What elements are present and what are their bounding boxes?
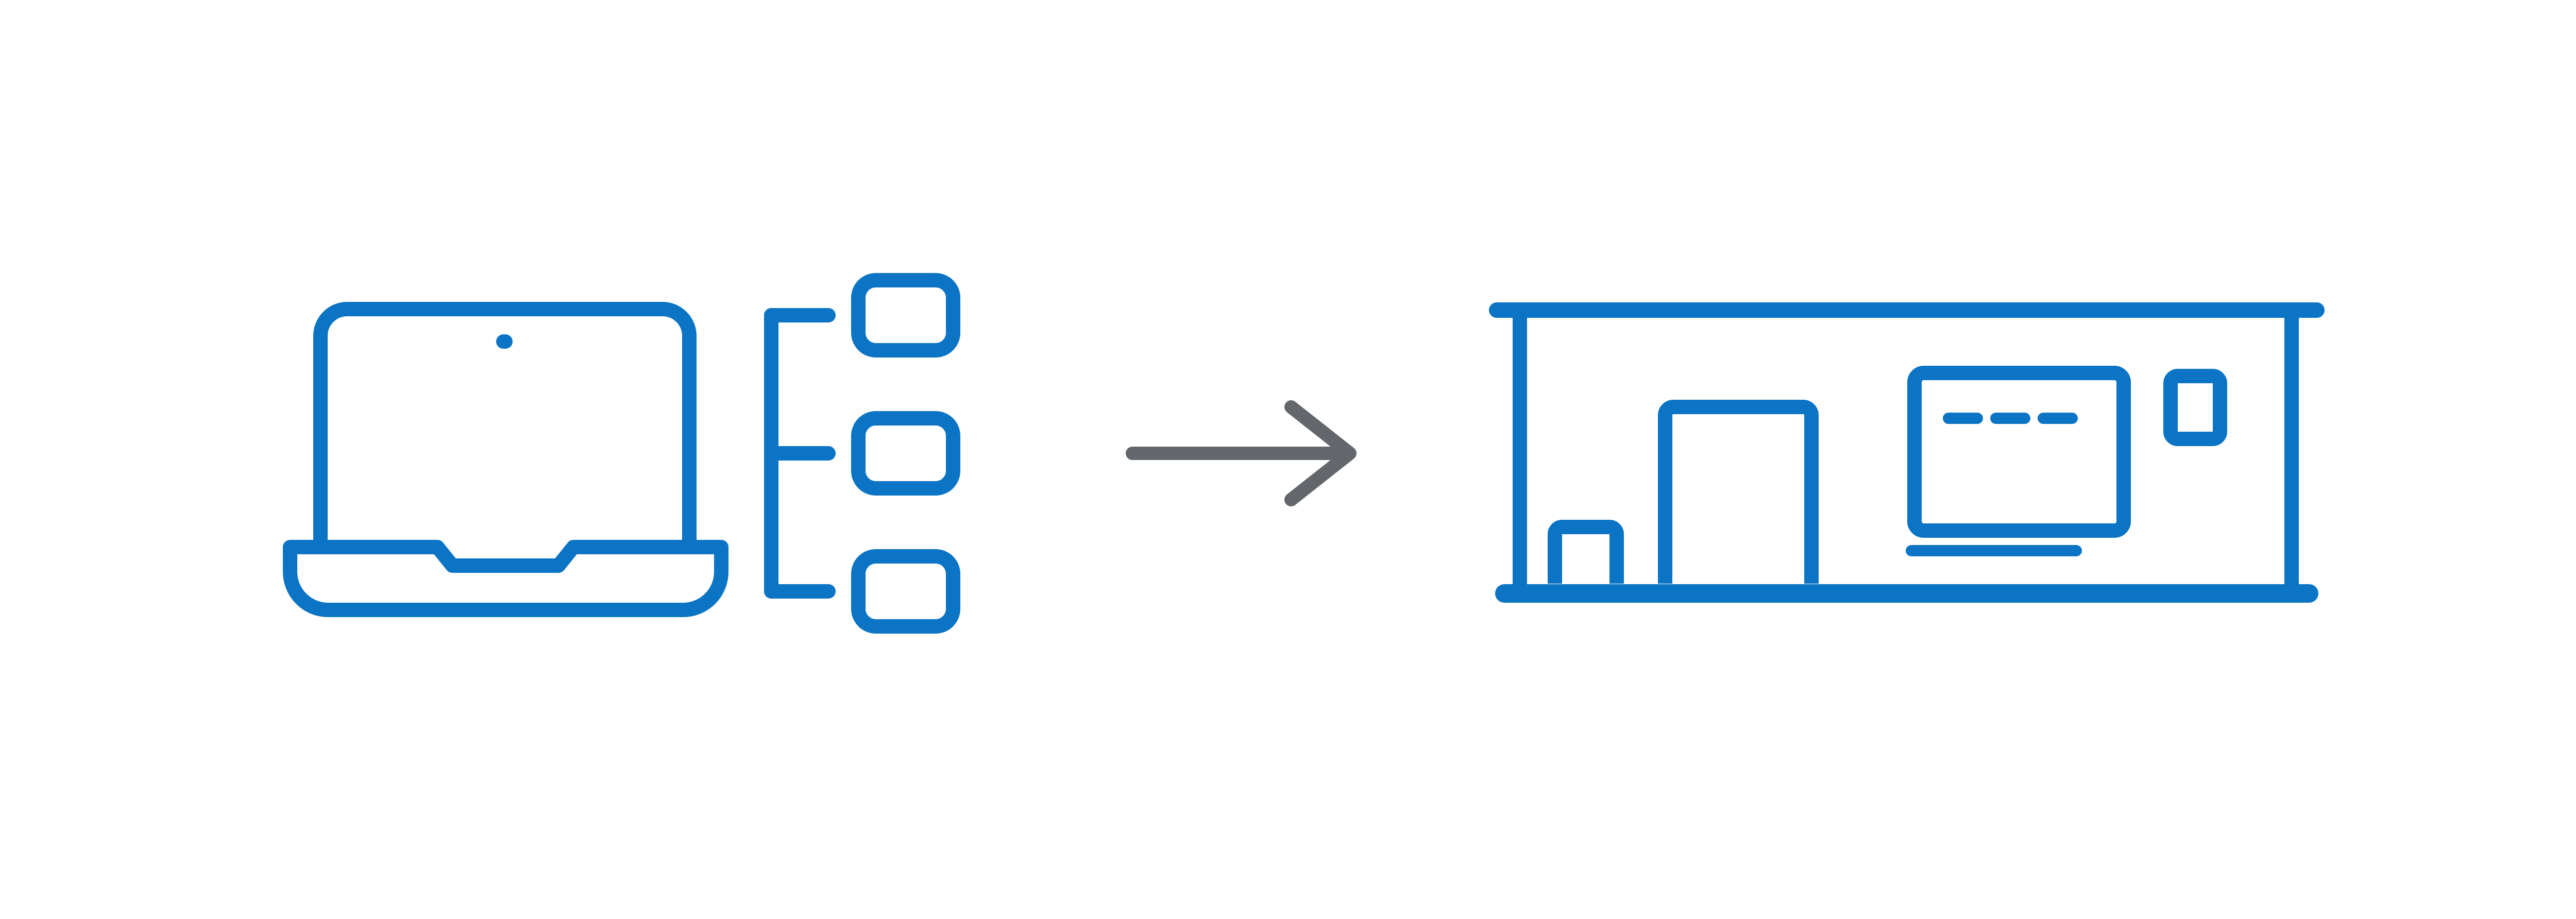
arrow-head bbox=[1284, 400, 1357, 506]
application-tree-icon bbox=[764, 273, 960, 634]
laptop-camera-dot bbox=[496, 334, 513, 349]
laptop-icon bbox=[283, 302, 728, 617]
server-block-tall bbox=[1658, 400, 1819, 584]
server-block-small bbox=[1548, 520, 1624, 584]
tree-node-box-middle bbox=[851, 411, 960, 496]
migration-arrow-icon bbox=[1126, 400, 1357, 506]
tree-node-box-top bbox=[851, 273, 960, 358]
laptop-base bbox=[283, 540, 728, 617]
data-center-icon bbox=[1489, 302, 2325, 603]
laptop-screen bbox=[313, 302, 697, 554]
server-rack-panel bbox=[1907, 366, 2131, 538]
storage-unit-small bbox=[2163, 369, 2227, 446]
tree-node-box-bottom bbox=[851, 549, 960, 634]
